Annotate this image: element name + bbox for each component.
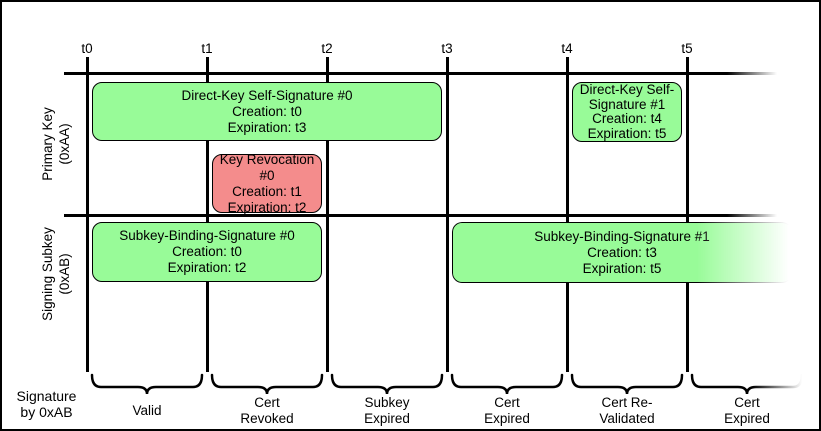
- row-label-line: (0xAB): [57, 253, 72, 295]
- interval-label-cert-revalidated: Cert Re- Validated: [572, 394, 682, 428]
- box-subkey-binding-signature-1: Subkey-Binding-Signature #1 Creation: t3…: [452, 222, 792, 283]
- box-creation: Creation: t3: [587, 244, 657, 260]
- signing-subkey-row-line: [64, 214, 777, 217]
- interval-label-valid: Valid: [92, 394, 202, 428]
- interval-label-cert-revoked: Cert Revoked: [212, 394, 322, 428]
- interval-label-cert-expired-2: Cert Expired: [692, 394, 802, 428]
- interval-label-line: Cert: [494, 395, 520, 410]
- box-key-revocation-0: Key Revocation #0 Creation: t1 Expiratio…: [212, 151, 322, 215]
- brace-cert-expired-2: [690, 373, 804, 395]
- box-creation: Creation: t0: [232, 103, 302, 119]
- interval-label-line: Cert: [734, 395, 760, 410]
- box-title: Subkey-Binding-Signature #1: [534, 228, 710, 244]
- axis-label-line: Signature: [16, 388, 77, 404]
- box-title: Key Revocation #0: [219, 151, 315, 183]
- interval-label-line: Cert Re-: [601, 395, 653, 410]
- box-title: Subkey-Binding-Signature #0: [119, 228, 295, 243]
- tick-label-t1: t1: [201, 41, 213, 56]
- axis-label-line: by 0xAB: [20, 403, 73, 420]
- row-label-line: Signing Subkey: [40, 227, 55, 321]
- interval-label-line: Cert: [254, 395, 280, 410]
- brace-cert-revalidated: [570, 373, 684, 395]
- interval-label-line: Expired: [724, 411, 770, 426]
- box-expiration: Expiration: t5: [582, 260, 662, 276]
- tick-label-t2: t2: [321, 41, 333, 56]
- interval-label-line: Expired: [364, 411, 410, 426]
- box-creation: Creation: t4: [592, 111, 662, 126]
- box-title: Direct-Key Self-Signature #0: [181, 87, 353, 103]
- interval-label-cert-expired-1: Cert Expired: [452, 394, 562, 428]
- box-expiration: Expiration: t2: [227, 199, 307, 215]
- tick-label-t4: t4: [561, 41, 573, 56]
- tick-label-t3: t3: [441, 41, 453, 56]
- box-title: Direct-Key Self-: [579, 82, 675, 97]
- tick-label-t0: t0: [81, 41, 93, 56]
- box-direct-key-self-signature-0: Direct-Key Self-Signature #0 Creation: t…: [92, 82, 442, 141]
- row-label-signing-subkey: Signing Subkey (0xAB): [39, 194, 75, 354]
- box-creation: Creation: t1: [232, 183, 302, 199]
- interval-label-subkey-expired: Subkey Expired: [332, 394, 442, 428]
- box-expiration: Expiration: t2: [167, 260, 247, 275]
- interval-braces: [90, 373, 804, 395]
- box-creation: Creation: t0: [172, 244, 242, 259]
- brace-subkey-expired: [330, 373, 444, 395]
- box-subkey-binding-signature-0: Subkey-Binding-Signature #0 Creation: t0…: [92, 222, 322, 282]
- interval-label-line: Subkey: [364, 395, 410, 410]
- interval-label-line: Valid: [132, 403, 162, 418]
- tick-label-t5: t5: [681, 41, 693, 56]
- brace-cert-expired-1: [450, 373, 564, 395]
- box-direct-key-self-signature-1: Direct-Key Self- Signature #1 Creation: …: [572, 82, 682, 142]
- primary-key-row-line: [64, 72, 777, 75]
- signature-by-axis-label: Signature by 0xAB: [4, 388, 89, 420]
- box-expiration: Expiration: t3: [227, 119, 307, 135]
- brace-cert-revoked: [210, 373, 324, 395]
- interval-label-line: Validated: [599, 411, 655, 426]
- box-expiration: Expiration: t5: [587, 125, 667, 141]
- interval-label-line: Expired: [484, 411, 530, 426]
- brace-valid: [90, 373, 204, 395]
- interval-label-line: Revoked: [240, 411, 294, 426]
- box-title: Signature #1: [588, 96, 666, 112]
